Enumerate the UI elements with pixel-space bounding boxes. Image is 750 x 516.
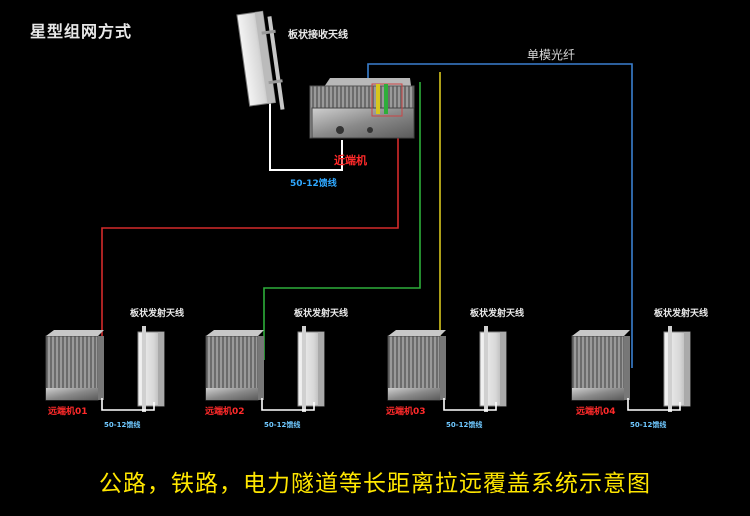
fiber-link-02 (263, 82, 421, 360)
remote-group-01 (45, 326, 165, 412)
fiber-link-01 (101, 118, 399, 400)
remote-group-03 (387, 326, 507, 412)
remote-group-04 (571, 326, 691, 412)
remote-unit-label-02: 远端机02 (205, 407, 245, 417)
receive-antenna-label: 板状接收天线 (288, 30, 348, 41)
receive-antenna (236, 10, 285, 110)
remote-feeder-label-04: 50-12馈线 (630, 421, 667, 429)
remote-unit-label-04: 远端机04 (576, 407, 616, 417)
remote-unit-label-01: 远端机01 (48, 407, 88, 417)
transmit-antenna-label-04: 板状发射天线 (654, 309, 709, 319)
bottom-caption: 公路，铁路，电力隧道等长距离拉远覆盖系统示意图 (99, 471, 651, 497)
remote-group-02 (205, 326, 325, 412)
near-end-unit (309, 78, 415, 139)
remote-feeder-label-03: 50-12馈线 (446, 421, 483, 429)
remote-feeder-label-02: 50-12馈线 (264, 421, 301, 429)
remote-unit-label-03: 远端机03 (386, 407, 426, 417)
near-end-label: 近端机 (334, 154, 367, 167)
main-feeder-cable (269, 98, 343, 171)
fiber-label: 单模光纤 (527, 48, 576, 62)
transmit-antenna-label-03: 板状发射天线 (470, 309, 525, 319)
main-feeder-label: 50-12馈线 (290, 179, 337, 189)
fiber-links (101, 63, 633, 400)
remote-feeder-label-01: 50-12馈线 (104, 421, 141, 429)
transmit-antenna-label-02: 板状发射天线 (294, 309, 349, 319)
diagram-title: 星型组网方式 (30, 22, 133, 41)
transmit-antenna-label-01: 板状发射天线 (130, 309, 185, 319)
fiber-link-04 (367, 63, 633, 368)
